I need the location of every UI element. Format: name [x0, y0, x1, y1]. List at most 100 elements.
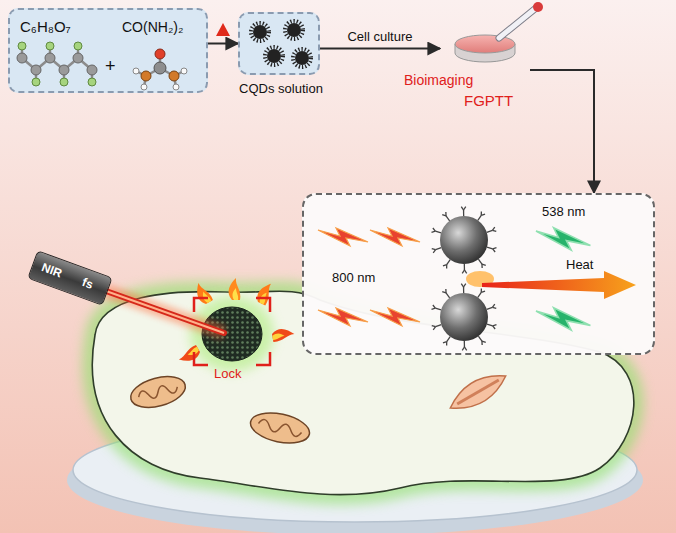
cell-culture-dish: BioimagingFGPTT — [440, 22, 530, 110]
laser-label: fs — [80, 276, 95, 293]
illustration-part — [271, 327, 295, 342]
callout-label: Lock — [214, 367, 241, 382]
illustration-part — [457, 380, 499, 404]
illustration-part — [455, 35, 515, 53]
illustration-part — [432, 207, 497, 351]
illustration-part — [22, 46, 92, 82]
illustration-part — [17, 53, 97, 75]
laser-beam — [106, 291, 224, 333]
illustration-part — [173, 84, 179, 90]
ligand — [445, 212, 446, 216]
ligand — [478, 292, 481, 297]
illustration-part — [73, 53, 83, 63]
formula-label: C₆H₈O₇ — [20, 18, 71, 35]
illustration-part — [154, 62, 166, 74]
mitochondrion — [248, 408, 313, 448]
pipette — [499, 2, 543, 38]
ligand — [463, 287, 464, 293]
ligand — [487, 307, 493, 309]
formula-label: CO(NH₂)₂ — [122, 19, 183, 35]
illustration-part — [265, 47, 283, 65]
ligand — [464, 207, 466, 210]
illustration-part — [169, 71, 179, 81]
flow-arrow — [530, 70, 594, 193]
laser-beam-core — [106, 291, 224, 333]
illustration-part — [271, 327, 295, 342]
illustration-part — [177, 345, 202, 366]
ligand — [487, 324, 493, 326]
method-label: Bioimaging — [404, 72, 473, 88]
wavelength-label: 800 nm — [332, 271, 375, 286]
organelle — [445, 366, 511, 417]
illustration-part — [229, 278, 241, 300]
illustration-part — [287, 23, 301, 37]
illustration-part — [45, 53, 55, 63]
illustration-part — [229, 278, 241, 300]
mitochondrion — [127, 371, 188, 413]
illustration-part — [133, 68, 139, 74]
illustration-part — [272, 332, 285, 340]
illustration-part — [18, 42, 26, 50]
illustration-part — [482, 271, 636, 299]
ligand — [493, 249, 495, 252]
illustration-part — [155, 49, 165, 59]
illustration-part — [285, 21, 303, 39]
ligand — [478, 259, 482, 264]
illustration-part — [499, 8, 536, 38]
illustration-part — [536, 228, 590, 330]
flow-arrow — [208, 43, 238, 45]
illustration-part — [127, 371, 188, 413]
edge-label: Cell culture — [347, 30, 412, 45]
illustration-part — [256, 352, 270, 365]
spot-halo — [190, 296, 274, 372]
illustration-part — [267, 49, 281, 63]
illustration-part — [32, 78, 40, 86]
ligand — [433, 305, 435, 308]
illustration-part — [233, 288, 239, 300]
wavelength-label: 538 nm — [542, 205, 585, 220]
illustration-part — [257, 419, 302, 438]
ligand — [464, 284, 466, 287]
ligand — [432, 249, 436, 250]
illustration-part — [251, 23, 269, 41]
illustration-part — [88, 78, 96, 86]
heat-triangle — [216, 23, 230, 36]
illustration-part — [59, 65, 69, 75]
ligand — [432, 326, 436, 327]
ligand — [445, 289, 446, 293]
illustration-part — [440, 293, 488, 341]
illustration-part — [499, 8, 536, 38]
ligand — [487, 247, 493, 249]
illustration-part — [248, 408, 313, 448]
illustration-part — [536, 228, 590, 250]
ligand — [481, 291, 485, 292]
illustration-part — [255, 281, 275, 306]
ligand — [481, 214, 485, 215]
ligand — [443, 265, 447, 266]
illustration-part — [318, 228, 368, 246]
ligand — [487, 230, 493, 232]
illustration-part — [31, 65, 41, 75]
illustration-part — [74, 42, 82, 50]
illustration-part — [141, 71, 151, 81]
ligand — [492, 307, 496, 308]
ligand — [447, 260, 450, 265]
illustration-part — [177, 345, 202, 366]
illustration-part — [295, 51, 309, 65]
ligand — [435, 308, 441, 310]
laser-head: NIR fs — [27, 250, 112, 306]
illustration-part — [60, 78, 68, 86]
illustration-part — [137, 382, 178, 402]
ligand — [446, 293, 450, 298]
ligand — [462, 347, 464, 350]
petri-dish — [455, 35, 515, 62]
illustration-part — [253, 23, 309, 65]
ligand — [443, 342, 447, 343]
illustration-part — [251, 21, 311, 67]
laser-label: NIR — [39, 261, 63, 281]
cqd-solution-box: CQDs solution — [238, 12, 320, 75]
ligand — [481, 264, 482, 268]
